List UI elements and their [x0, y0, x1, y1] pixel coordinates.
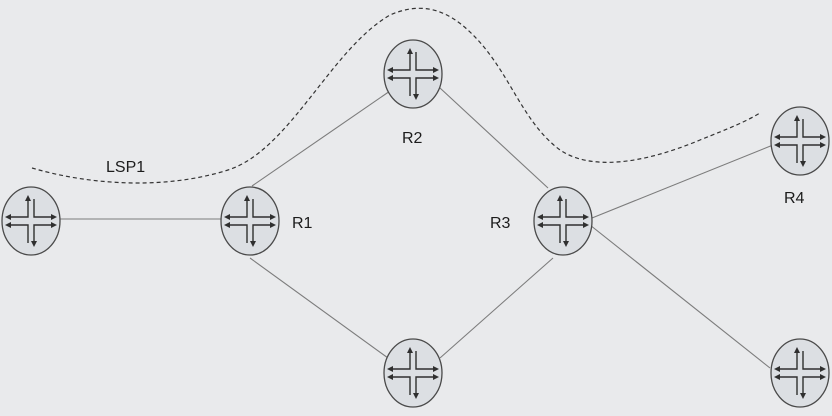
link-r1-r2: [251, 90, 391, 187]
link-r3-r4: [591, 144, 774, 219]
router-label-r1: R1: [292, 215, 313, 232]
router-icon[interactable]: [1, 186, 61, 256]
router-icon[interactable]: [383, 39, 443, 109]
link-r2-r3: [439, 87, 549, 189]
link-bottom-mid-r3: [439, 257, 554, 359]
link-r1-bottom-mid: [249, 257, 389, 359]
router-label-r4: R4: [784, 190, 805, 207]
router-label-r3: R3: [490, 215, 511, 232]
router-icon[interactable]: [770, 106, 830, 176]
router-label-r2: R2: [402, 130, 423, 147]
router-icon[interactable]: [220, 186, 280, 256]
lsp1-label: LSP1: [106, 159, 145, 176]
router-icon[interactable]: [533, 186, 593, 256]
router-icon[interactable]: [383, 338, 443, 408]
lsp1-path: [31, 7, 761, 184]
link-r3-bottom-right: [589, 224, 771, 369]
router-icon[interactable]: [770, 338, 830, 408]
